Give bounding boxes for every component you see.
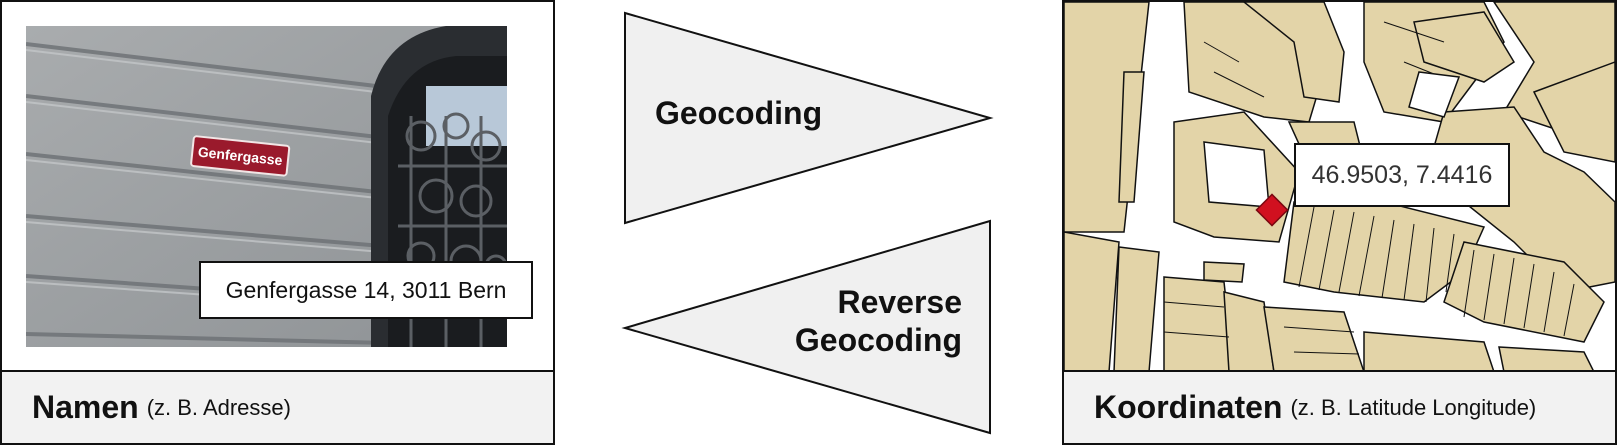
address-label: Genfergasse 14, 3011 Bern <box>199 261 533 319</box>
reverse-geocoding-label-line1: Reverse <box>837 284 962 320</box>
coordinates-caption: Koordinaten (z. B. Latitude Longitude) <box>1064 370 1615 443</box>
address-text: Genfergasse 14, 3011 Bern <box>225 276 507 303</box>
street-photo: Genfergasse <box>26 26 507 347</box>
coordinates-panel: 46.9503, 7.4416 Koordinaten (z. B. Latit… <box>1062 0 1617 445</box>
coordinates-caption-sub: (z. B. Latitude Longitude) <box>1290 394 1537 420</box>
names-caption: Namen (z. B. Adresse) <box>2 370 553 443</box>
reverse-geocoding-arrow <box>621 219 991 435</box>
city-map <box>1064 2 1615 372</box>
reverse-geocoding-label: Reverse Geocoding <box>760 283 962 359</box>
geocoding-label: Geocoding <box>655 95 823 131</box>
location-marker-icon <box>1255 193 1289 227</box>
coordinates-caption-main: Koordinaten <box>1094 389 1283 425</box>
names-caption-main: Namen <box>32 389 139 425</box>
names-caption-sub: (z. B. Adresse) <box>146 394 291 420</box>
reverse-geocoding-label-line2: Geocoding <box>794 322 962 358</box>
names-panel: Genfergasse Genfergasse 14, 3011 Bern Na… <box>0 0 555 445</box>
coordinates-text: 46.9503, 7.4416 <box>1311 160 1493 189</box>
coordinates-label: 46.9503, 7.4416 <box>1294 143 1510 207</box>
geocoding-arrow <box>624 11 994 225</box>
